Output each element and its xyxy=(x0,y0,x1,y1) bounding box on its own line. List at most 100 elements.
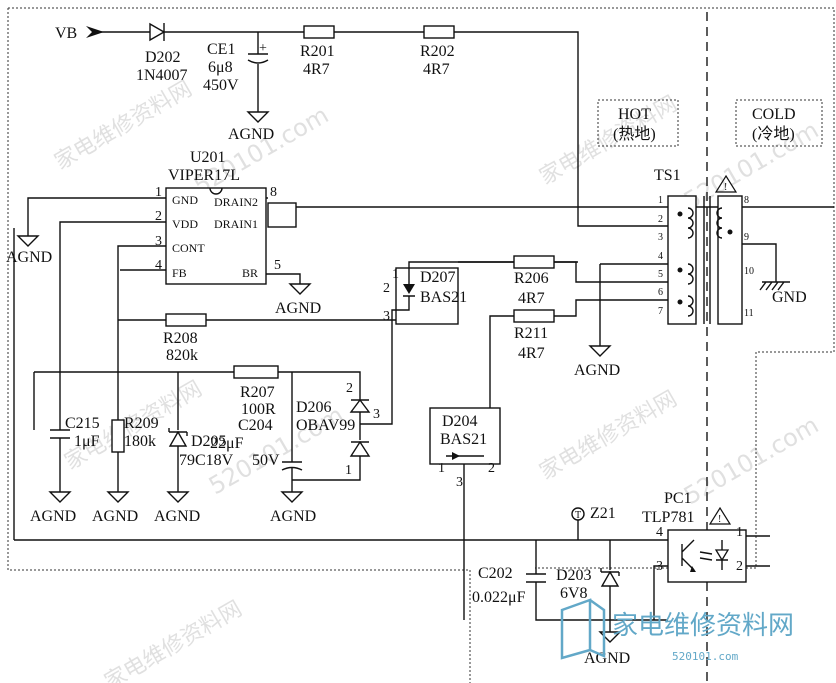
r202-value: 4R7 xyxy=(423,61,450,78)
cap-c204 xyxy=(281,466,303,471)
ic-notch xyxy=(209,187,223,195)
polarity-dot xyxy=(677,267,683,273)
vb-label: VB xyxy=(55,25,77,42)
pin-number: 2 xyxy=(155,209,162,224)
pin-number: 5 xyxy=(274,258,281,273)
r206-value: 4R7 xyxy=(518,290,545,307)
r209-ref: R209 xyxy=(124,415,159,432)
warning-mark: ! xyxy=(718,514,721,525)
r206-ref: R206 xyxy=(514,270,549,287)
d202-value: 1N4007 xyxy=(136,67,188,84)
agnd-label: AGND xyxy=(6,249,52,266)
watermark: 家电维修资料网 xyxy=(536,387,682,486)
pin-number: 6 xyxy=(658,287,663,298)
wire xyxy=(27,197,166,236)
diode-d207 xyxy=(403,284,415,294)
light-arrows xyxy=(699,551,713,561)
ic-u201 xyxy=(165,187,267,285)
agnd-label: AGND xyxy=(154,508,200,525)
wire xyxy=(266,197,834,208)
resistor-r201 xyxy=(303,25,335,39)
agnd-symbol xyxy=(16,235,40,247)
ts1-ref: TS1 xyxy=(654,167,681,184)
wire xyxy=(742,243,777,282)
diode-package-d204 xyxy=(429,407,501,465)
r209-value: 180k xyxy=(124,433,156,450)
agnd-label: AGND xyxy=(228,126,274,143)
pin-number: 9 xyxy=(744,232,749,243)
zener-d205-bar xyxy=(168,428,188,436)
u201-pin-cont: CONT xyxy=(172,241,205,255)
pin-number: 3 xyxy=(155,234,162,249)
u201-pin-vdd: VDD xyxy=(172,217,198,231)
diode-d207-leads xyxy=(396,276,415,311)
c204-ref: C204 xyxy=(238,417,273,434)
wire xyxy=(454,31,668,227)
d206-value: OBAV99 xyxy=(296,417,355,434)
r201-value: 4R7 xyxy=(303,61,330,78)
hot-label-cn: (热地) xyxy=(613,125,656,143)
polarity-dot xyxy=(727,229,733,235)
diode-d202 xyxy=(149,22,166,42)
ce1-plate xyxy=(248,32,268,55)
c202-ref: C202 xyxy=(478,565,513,582)
transformer-core xyxy=(703,196,711,324)
winding xyxy=(687,295,694,317)
u201-pin-drain1: DRAIN1 xyxy=(214,217,258,231)
test-point-mark: T xyxy=(575,510,581,521)
watermark: 家电维修资料网 xyxy=(101,597,247,683)
wire xyxy=(117,245,166,420)
pin-number: 4 xyxy=(656,525,663,540)
wire xyxy=(554,261,668,283)
pin-number: 3 xyxy=(373,407,380,422)
agnd-symbol xyxy=(280,491,304,503)
watermark: 家电维修资料网 xyxy=(51,77,197,176)
agnd-label: AGND xyxy=(275,300,321,317)
led-leads xyxy=(716,540,728,570)
c215-value: 1μF xyxy=(74,433,100,450)
tp-label: Z21 xyxy=(590,505,616,522)
zener-d203-bar xyxy=(600,568,620,632)
d207-value: BAS21 xyxy=(420,289,467,306)
chassis-ground-symbol xyxy=(759,281,790,291)
cap-c202 xyxy=(526,540,668,621)
resistor-r209 xyxy=(111,419,125,453)
polarity-dot xyxy=(677,211,683,217)
brand-logo: 家电维修资料网 520101.com xyxy=(560,598,794,663)
warning-icon xyxy=(714,174,738,193)
resistor-r211 xyxy=(513,309,555,323)
d203-ref: D203 xyxy=(556,567,592,584)
diode-d206b xyxy=(349,440,371,457)
pin-number: 10 xyxy=(744,266,754,277)
r208-ref: R208 xyxy=(163,330,198,347)
hot-label: HOT xyxy=(618,106,651,123)
pin-number: 1 xyxy=(736,525,743,540)
r207-ref: R207 xyxy=(240,384,275,401)
resistor-r202 xyxy=(423,25,455,39)
pin-number: 4 xyxy=(155,258,162,273)
pc1-part: TLP781 xyxy=(642,509,694,526)
d206-ref: D206 xyxy=(296,399,332,416)
winding xyxy=(716,207,723,239)
c204-voltage: 50V xyxy=(252,452,280,469)
wire xyxy=(554,299,668,317)
diode-d206a xyxy=(349,398,371,413)
cold-label: COLD xyxy=(752,106,796,123)
pin-number: 2 xyxy=(383,281,390,296)
wire xyxy=(266,273,301,284)
d204-ref: D204 xyxy=(442,413,478,430)
pin-number: 5 xyxy=(658,269,663,280)
brand-name: 家电维修资料网 xyxy=(612,611,794,641)
pin-number: 1 xyxy=(392,267,399,282)
wire xyxy=(59,221,166,430)
resistor-r208 xyxy=(165,313,207,327)
pin-number: 2 xyxy=(488,461,495,476)
pin-number: 8 xyxy=(744,195,749,206)
pin-number: 4 xyxy=(658,251,663,262)
d204-value: BAS21 xyxy=(440,431,487,448)
polarity-dot xyxy=(677,299,683,305)
agnd-symbol xyxy=(48,491,72,503)
d205-ref: D205 xyxy=(191,433,227,450)
d202-ref: D202 xyxy=(145,49,181,66)
r211-value: 4R7 xyxy=(518,345,545,362)
